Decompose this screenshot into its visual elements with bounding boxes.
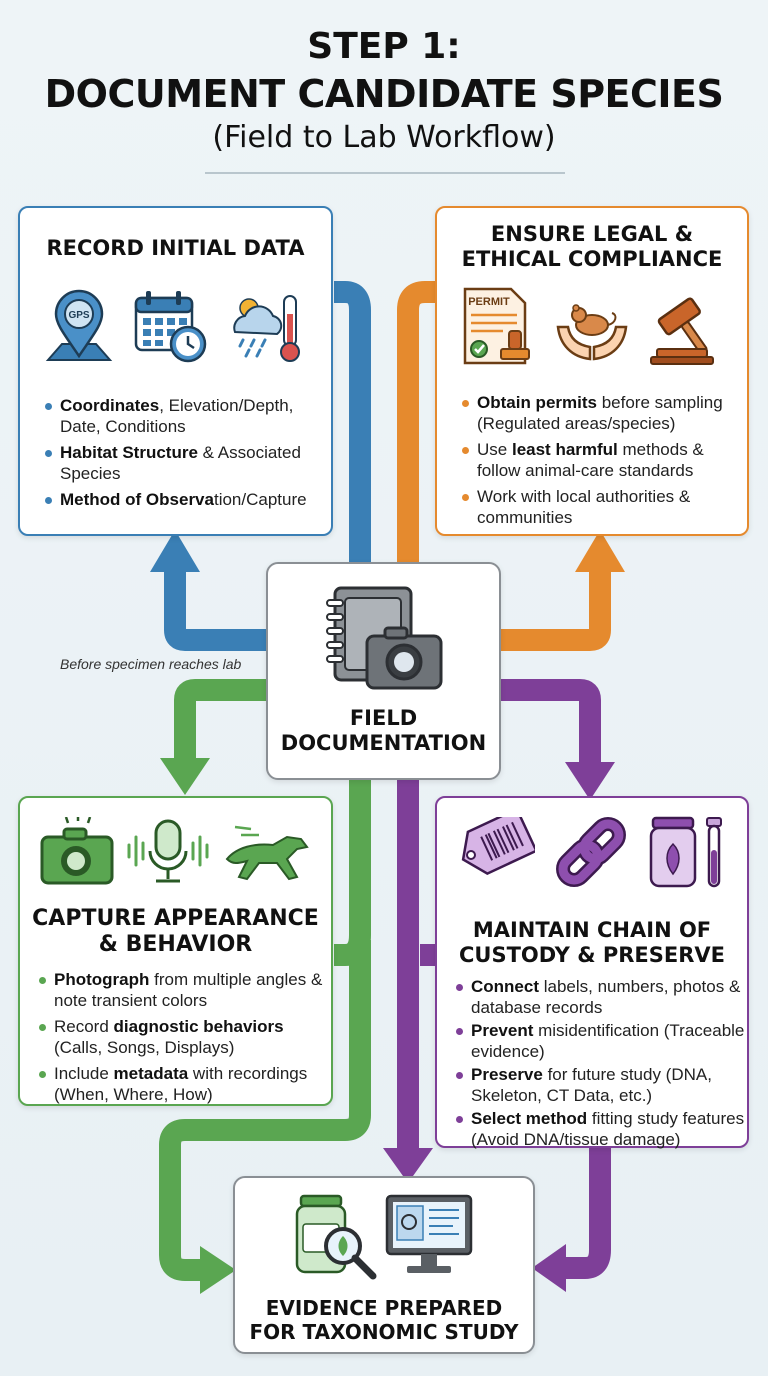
record-point-2: Habitat Structure & Associated Species [42,442,331,484]
field-icons [268,586,499,696]
arrowhead-capture [160,758,210,795]
specimen-jar-icon [647,814,727,895]
legal-icons: PERMIT [453,284,731,374]
arrowhead-evidence-purple-side [532,1244,566,1292]
capture-point-2: Record diagnostic behaviors (Calls, Song… [36,1016,331,1058]
connector-blue-back [334,281,371,562]
record-point-1: Coordinates, Elevation/Depth, Date, Cond… [42,395,331,437]
capture-points: Photograph from multiple angles & note t… [36,969,331,1105]
legal-heading: ENSURE LEGAL &ETHICAL COMPLIANCE [461,222,723,272]
arrowhead-legal [575,530,625,572]
connector-green-down [334,778,371,966]
arrow-to-capture [174,679,280,760]
chain-link-icon [552,816,630,892]
chain-point-2: Prevent misidentification (Traceable evi… [453,1020,747,1062]
record-initial-data-card: RECORD INITIAL DATA GPS [18,206,333,536]
computer-database-icon [383,1192,475,1285]
gavel-icon [645,287,725,372]
permit-label: PERMIT [469,296,511,308]
gps-pin-icon: GPS [44,286,114,371]
connector-green-evidence [159,940,371,1281]
chain-point-1: Connect labels, numbers, photos & databa… [453,976,747,1018]
microphone-icon [123,817,213,892]
capture-point-1: Photograph from multiple angles & note t… [36,969,331,1011]
page-subtitle: (Field to Lab Workflow) [212,120,556,155]
hands-animal-icon [552,287,632,372]
record-points: Coordinates, Elevation/Depth, Date, Cond… [42,395,331,510]
record-icons: GPS [36,283,315,373]
capture-heading: CAPTURE APPEARANCE& BEHAVIOR [32,906,319,958]
workflow-note: Before specimen reaches lab [60,656,242,672]
weather-thermometer-icon [227,286,307,371]
connector-purple-evidence [560,1148,611,1279]
title-divider [205,172,565,174]
capture-icons [34,814,317,894]
capture-appearance-card: CAPTURE APPEARANCE& BEHAVIOR Photograph … [18,796,333,1106]
arrow-to-record [164,560,280,651]
arrowhead-evidence-green [200,1246,236,1294]
capture-point-3: Include metadata with recordings (When, … [36,1063,331,1105]
connector-orange-back [397,281,436,562]
legal-point-1: Obtain permits before sampling (Regulate… [459,392,747,434]
legal-points: Obtain permits before sampling (Regulate… [459,392,747,528]
evidence-icons [235,1194,533,1282]
title-step: STEP 1: [307,26,461,67]
legal-point-3: Work with local authorities & communitie… [459,486,747,528]
arrow-to-legal [488,560,611,651]
chain-point-4: Select method fitting study features (Av… [453,1108,747,1150]
notebook-camera-icon [319,584,449,699]
jar-magnifier-icon [293,1192,383,1285]
chain-points: Connect labels, numbers, photos & databa… [453,976,747,1150]
record-heading: RECORD INITIAL DATA [46,236,305,260]
barcode-tag-icon [457,806,539,892]
chain-point-3: Preserve for future study (DNA, Skeleton… [453,1064,747,1106]
arrow-to-chain [488,679,601,765]
page-title: DOCUMENT CANDIDATE SPECIES [44,72,724,116]
legal-ethical-card: ENSURE LEGAL &ETHICAL COMPLIANCE PERMIT [435,206,749,536]
arrowhead-chain [565,762,615,800]
arrowhead-evidence-purple [383,1148,433,1183]
gps-label: GPS [69,310,90,321]
calendar-clock-icon [130,286,210,371]
legal-point-2: Use least harmful methods & follow anima… [459,439,747,481]
running-animal-icon [221,817,313,892]
camera-icon [38,814,116,892]
arrowhead-record [150,530,200,572]
permit-document-icon: PERMIT [459,285,539,374]
chain-icons [449,806,735,895]
record-point-3: Method of Observation/Capture [42,489,331,510]
